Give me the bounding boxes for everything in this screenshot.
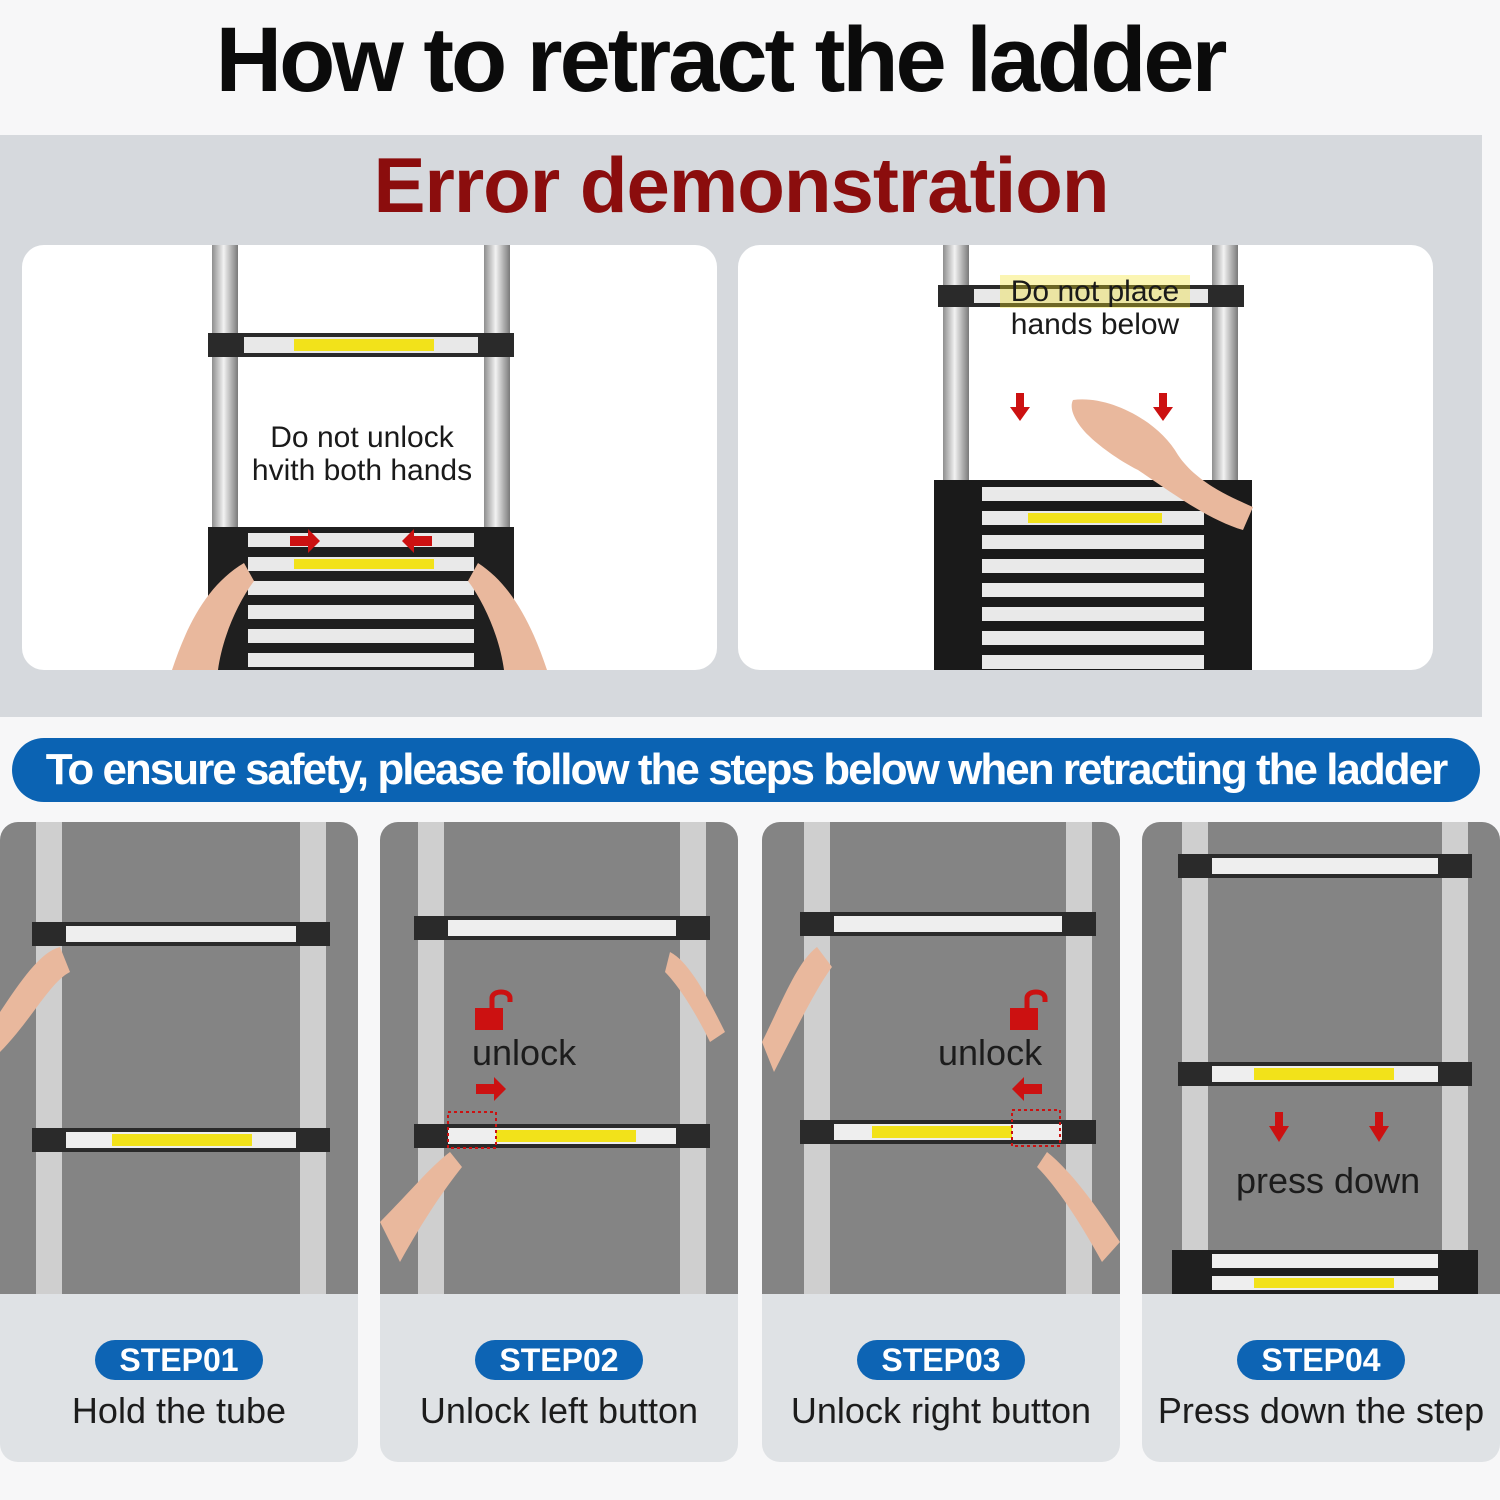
arrow-down-icon	[1269, 1112, 1289, 1142]
error-caption-1: Do not unlock hvith both hands	[242, 421, 482, 487]
step-description: Press down the step	[1157, 1390, 1485, 1431]
unlock-label: unlock	[472, 1032, 577, 1073]
ladder-hands-below-illustration	[934, 245, 1253, 670]
step-badge: STEP02	[475, 1340, 643, 1380]
step-description: Unlock left button	[419, 1390, 699, 1431]
lock-open-icon	[1010, 989, 1048, 1030]
arrow-down-icon	[1369, 1112, 1389, 1142]
step-photo	[762, 822, 1120, 1294]
step-card-1: STEP01 Hold the tube	[0, 822, 358, 1462]
arrow-left-icon	[402, 529, 432, 553]
step-card-2: unlock STEP02 Unlock left button	[380, 822, 738, 1462]
caption-line-2: hands below	[1000, 308, 1190, 341]
caption-line-2: hvith both hands	[251, 454, 473, 487]
unlock-label: unlock	[938, 1032, 1043, 1073]
step-description: Hold the tube	[71, 1390, 287, 1431]
press-down-label: press down	[1236, 1160, 1421, 1201]
step-badge: STEP04	[1237, 1340, 1405, 1380]
error-card-both-hands: Do not unlock hvith both hands	[22, 245, 717, 670]
lock-open-icon	[475, 989, 513, 1030]
arrow-left-icon	[1012, 1077, 1042, 1101]
safety-banner: To ensure safety, please follow the step…	[12, 738, 1480, 802]
step-photo	[380, 822, 738, 1294]
arrow-right-icon	[476, 1077, 506, 1101]
error-demonstration-title: Error demonstration	[373, 141, 1109, 229]
page-title: How to retract the ladder	[215, 9, 1228, 111]
right-hand	[468, 563, 547, 670]
step-badge: STEP01	[95, 1340, 263, 1380]
left-hand	[172, 563, 254, 670]
arrow-down-icon	[1153, 393, 1173, 421]
step-photo	[0, 822, 358, 1294]
caption-line-1: Do not place	[1000, 275, 1190, 308]
step-card-4: press down STEP04 Press down the step	[1142, 822, 1500, 1462]
hand-below	[1071, 399, 1253, 530]
step-description: Unlock right button	[790, 1390, 1092, 1431]
arrow-right-icon	[290, 529, 320, 553]
step-badge: STEP03	[857, 1340, 1025, 1380]
caption-line-1: Do not unlock	[270, 421, 454, 454]
step-card-3: unlock STEP03 Unlock right button	[762, 822, 1120, 1462]
arrow-down-icon	[1010, 393, 1030, 421]
step-photo	[1142, 822, 1500, 1294]
error-caption-2: Do not place hands below	[1000, 275, 1190, 341]
ladder-both-hands-illustration	[172, 245, 547, 670]
error-card-hands-below: Do not place hands below	[738, 245, 1433, 670]
